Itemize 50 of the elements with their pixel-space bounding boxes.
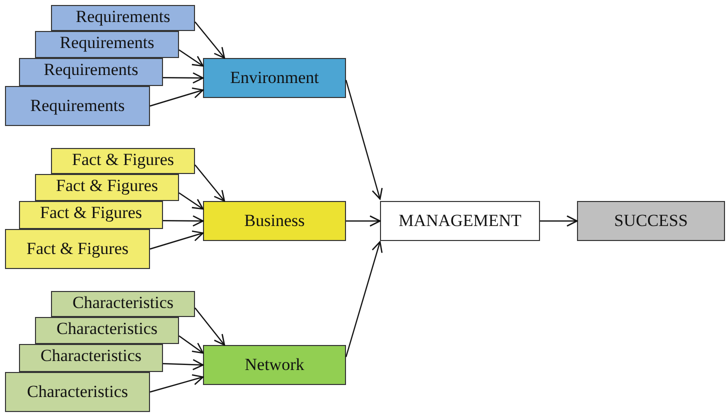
arrow bbox=[150, 230, 204, 250]
box-label: Network bbox=[244, 355, 304, 375]
input-box bbox=[35, 31, 179, 58]
box-label: Characteristics bbox=[72, 293, 174, 313]
input-box bbox=[19, 201, 163, 229]
input-box bbox=[19, 58, 163, 86]
input-box bbox=[5, 372, 150, 412]
arrow bbox=[345, 80, 383, 200]
box-label: Requirements bbox=[60, 33, 154, 53]
arrow bbox=[540, 215, 578, 227]
box-label: Requirements bbox=[30, 96, 125, 116]
arrow bbox=[345, 241, 383, 358]
box-label: SUCCESS bbox=[614, 211, 688, 231]
arrow bbox=[163, 72, 204, 84]
arrow bbox=[150, 87, 204, 107]
box-label: Fact & Figures bbox=[40, 203, 142, 223]
box-label: Fact & Figures bbox=[72, 150, 174, 170]
input-box bbox=[51, 148, 195, 174]
arrow bbox=[194, 22, 226, 59]
arrow bbox=[178, 49, 204, 67]
input-box bbox=[51, 5, 195, 31]
arrow bbox=[178, 335, 204, 354]
input-box bbox=[35, 317, 179, 344]
box-label: Characteristics bbox=[40, 346, 142, 366]
box-label: Fact & Figures bbox=[56, 176, 158, 196]
box-label: Requirements bbox=[44, 60, 138, 80]
input-box bbox=[35, 174, 179, 201]
category-box bbox=[203, 201, 346, 241]
arrow bbox=[346, 215, 381, 227]
box-label: Characteristics bbox=[56, 319, 158, 339]
success-box bbox=[577, 201, 725, 241]
arrow bbox=[178, 192, 204, 210]
box-label: MANAGEMENT bbox=[398, 211, 522, 231]
arrow bbox=[194, 308, 226, 346]
arrow bbox=[163, 215, 204, 227]
box-label: Business bbox=[244, 211, 305, 231]
input-box bbox=[19, 344, 163, 372]
box-label: Requirements bbox=[76, 7, 170, 27]
input-box bbox=[5, 229, 150, 269]
category-box bbox=[203, 345, 346, 385]
arrow bbox=[150, 374, 204, 393]
arrow bbox=[194, 164, 226, 202]
category-box bbox=[203, 58, 346, 98]
box-label: Characteristics bbox=[26, 382, 128, 402]
management-box bbox=[380, 201, 540, 241]
input-box bbox=[51, 291, 195, 317]
arrow bbox=[162, 359, 204, 370]
box-label: Environment bbox=[230, 68, 319, 88]
box-label: Fact & Figures bbox=[26, 239, 128, 259]
input-box bbox=[5, 86, 150, 126]
